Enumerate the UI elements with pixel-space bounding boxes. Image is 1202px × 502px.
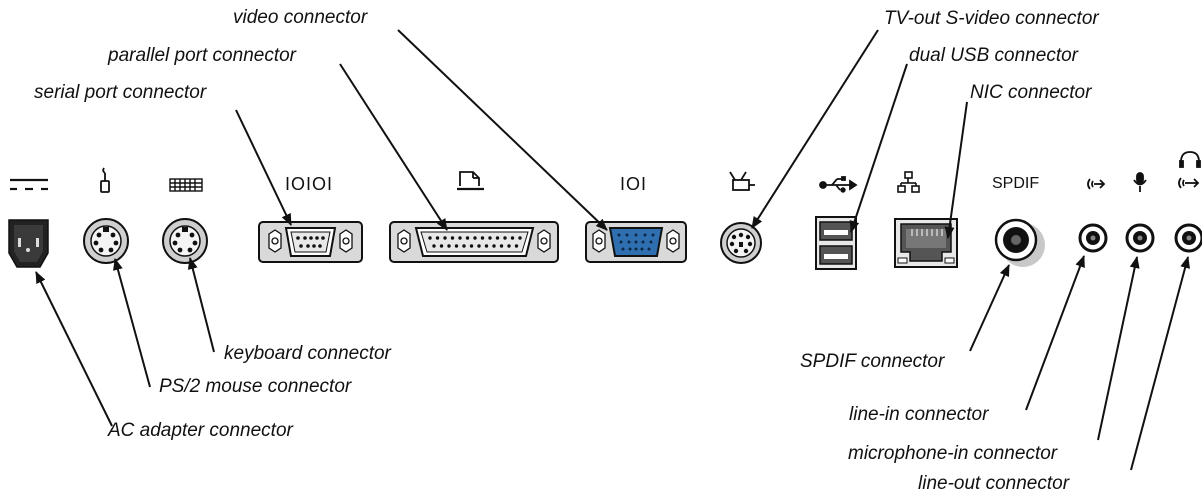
tv-icon	[729, 171, 755, 191]
microphone-in-connector-label: microphone-in connector	[848, 443, 1058, 464]
video-connector-label: video connector	[233, 7, 368, 28]
tv-out-s-video-connector-label: TV-out S-video connector	[884, 8, 1099, 29]
keyboard-connector-label: keyboard connector	[224, 343, 391, 364]
spdif-port	[994, 218, 1045, 267]
ac-adapter-connector-label: AC adapter connector	[108, 420, 293, 441]
keyboard-port	[162, 218, 208, 264]
serial-port-connector-label: serial port connector	[34, 82, 207, 103]
parallel-pin	[443, 236, 447, 240]
ps2-mouse-port	[83, 218, 129, 264]
usb-leader-line	[849, 63, 908, 233]
parallel-pin	[454, 244, 459, 248]
nic-connector-label: NIC connector	[970, 82, 1092, 103]
microphone-in-port	[1125, 223, 1155, 253]
parallel-pin	[447, 244, 451, 248]
line-out-connector-label: line-out connector	[918, 473, 1070, 494]
parallel-pin	[510, 236, 515, 240]
tvout-leader-line	[751, 29, 879, 229]
parallel-pin	[495, 236, 500, 240]
parallel-pin	[473, 236, 477, 240]
parallel-port	[389, 221, 559, 263]
parallel-pin	[477, 244, 481, 248]
line-out-port	[1174, 223, 1202, 253]
dc-power-icon	[10, 178, 48, 191]
parallel-pin	[484, 244, 489, 248]
nic-port	[894, 218, 958, 268]
keyboard-leader-line	[187, 257, 215, 353]
spdif-leader-line	[969, 264, 1010, 352]
lineout-leader-line	[1130, 256, 1190, 471]
micin-leader-line	[1097, 256, 1140, 441]
parallel-printer-icon	[457, 171, 484, 191]
parallel-pin	[450, 236, 455, 240]
parallel-pin	[488, 236, 492, 240]
parallel-pin	[503, 236, 507, 240]
video-monitor-icon: IOI	[620, 174, 648, 194]
parallel-pin	[432, 244, 436, 248]
parallel-pin	[480, 236, 485, 240]
parallel-pin	[458, 236, 462, 240]
headphones-icon	[1178, 151, 1201, 189]
acadapter-leader-line	[35, 271, 113, 427]
parallel-pin	[514, 244, 519, 248]
parallel-pin	[499, 244, 504, 248]
serial-icon: IOIOI	[285, 174, 334, 194]
parallel-port-connector-label: parallel port connector	[108, 45, 296, 66]
parallel-pin	[465, 236, 470, 240]
parallel-pin	[507, 244, 511, 248]
microphone-icon	[1133, 172, 1147, 192]
spdif-icon: SPDIF	[992, 175, 1040, 192]
usb-port	[815, 216, 857, 270]
parallel-pin	[469, 244, 474, 248]
spdif-connector-label: SPDIF connector	[800, 351, 945, 372]
ps2-mouse-connector-label: PS/2 mouse connector	[159, 376, 352, 397]
parallel-leader-line	[339, 63, 448, 231]
parallel-pin	[518, 236, 522, 240]
line-in-icon	[1087, 178, 1106, 190]
parallel-pin	[492, 244, 496, 248]
usb-icon	[819, 176, 858, 193]
video-port	[585, 221, 687, 263]
line-in-connector-label: line-in connector	[849, 404, 989, 425]
line-in-port	[1078, 223, 1108, 253]
tv-out-port	[720, 222, 762, 264]
nic-leader-line	[944, 101, 968, 239]
linein-leader-line	[1025, 255, 1085, 411]
dual-usb-connector-label: dual USB connector	[909, 45, 1078, 66]
serial-leader-line	[235, 109, 292, 226]
mouse-icon	[100, 167, 110, 193]
parallel-pin	[435, 236, 440, 240]
serial-port	[258, 221, 363, 263]
parallel-pin	[428, 236, 432, 240]
video-leader-line	[397, 29, 608, 231]
parallel-pin	[462, 244, 466, 248]
ac-adapter-port	[8, 219, 49, 268]
ps2mouse-leader-line	[113, 258, 151, 388]
network-icon	[897, 171, 920, 193]
parallel-pin	[439, 244, 444, 248]
keyboard-icon	[169, 178, 203, 192]
